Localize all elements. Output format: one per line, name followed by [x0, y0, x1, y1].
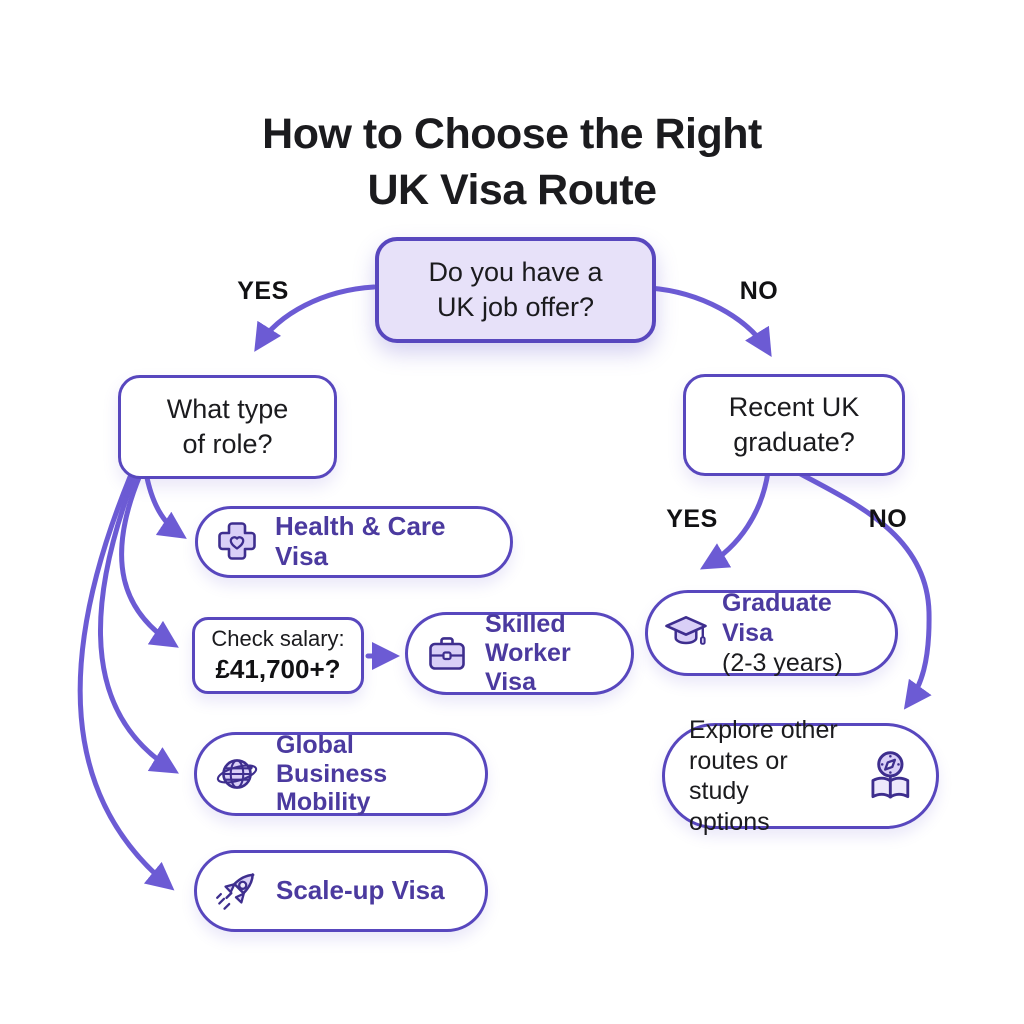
- skilled-worker-visa-pill: Skilled Worker Visa: [405, 610, 634, 696]
- salary-check-box: Check salary: £41,700+?: [192, 617, 364, 694]
- scale-up-visa-label: Scale-up Visa: [276, 875, 445, 906]
- arrow-role-health: [143, 470, 187, 539]
- skilled-worker-visa-label: Skilled Worker Visa: [485, 610, 615, 696]
- explore-line3: options: [689, 807, 770, 836]
- health-care-visa-label: Health & Care Visa: [275, 511, 446, 571]
- root-question-box: Do you have a UK job offer?: [375, 237, 656, 343]
- explore-other-routes-pill: Explore other routes or study options: [662, 716, 939, 836]
- medical-cross-heart-icon: [213, 518, 261, 566]
- explore-line2: routes or study: [689, 746, 788, 806]
- skilled-worker-line2: Worker Visa: [485, 639, 571, 696]
- graduation-cap-icon: [660, 607, 712, 659]
- globe-icon: [212, 749, 262, 799]
- global-business-line2: Mobility: [276, 788, 371, 817]
- briefcase-icon: [423, 630, 471, 678]
- graduate-visa-subtitle: (2-3 years): [722, 649, 843, 677]
- global-business-line1: Global Business: [276, 730, 388, 788]
- root-question-line2: UK job offer?: [436, 292, 595, 322]
- page-title-line1: How to Choose the Right: [262, 109, 762, 158]
- skilled-worker-line1: Skilled: [485, 610, 566, 639]
- graduate-visa-pill: Graduate Visa (2-3 years): [645, 588, 898, 678]
- rocket-icon: [212, 866, 262, 916]
- global-business-mobility-label: Global Business Mobility: [276, 731, 469, 817]
- page-title: How to Choose the Right UK Visa Route: [0, 107, 1024, 219]
- root-yes-label: YES: [237, 277, 289, 305]
- explore-other-routes-label: Explore other routes or study options: [689, 715, 846, 837]
- root-no-label: NO: [739, 277, 779, 305]
- salary-check-line1: Check salary:: [211, 626, 345, 651]
- page-title-line2: UK Visa Route: [367, 165, 658, 214]
- arrow-role-salary: [119, 472, 179, 648]
- role-question-line1: What type: [166, 394, 289, 425]
- graduate-question-line1: Recent UK: [728, 392, 860, 423]
- root-question-line1: Do you have a: [428, 257, 603, 288]
- graduate-question-line2: graduate?: [733, 427, 855, 457]
- explore-line1: Explore other: [689, 716, 838, 744]
- role-type-question-box: What type of role?: [118, 375, 337, 479]
- graduate-no-label: NO: [868, 505, 908, 533]
- role-question-line2: of role?: [182, 429, 273, 459]
- arrow-role-scaleup: [77, 474, 175, 891]
- graduate-yes-label: YES: [666, 505, 718, 533]
- graduate-visa-title: Graduate Visa: [722, 589, 832, 647]
- salary-check-line2: £41,700+?: [215, 654, 341, 684]
- recent-graduate-question-box: Recent UK graduate?: [683, 374, 905, 476]
- health-care-visa-pill: Health & Care Visa: [195, 506, 513, 578]
- scale-up-visa-pill: Scale-up Visa: [194, 850, 488, 932]
- global-business-mobility-pill: Global Business Mobility: [194, 731, 488, 817]
- book-compass-icon: [860, 745, 922, 807]
- arrow-role-global: [98, 474, 179, 774]
- graduate-visa-label: Graduate Visa (2-3 years): [722, 588, 879, 678]
